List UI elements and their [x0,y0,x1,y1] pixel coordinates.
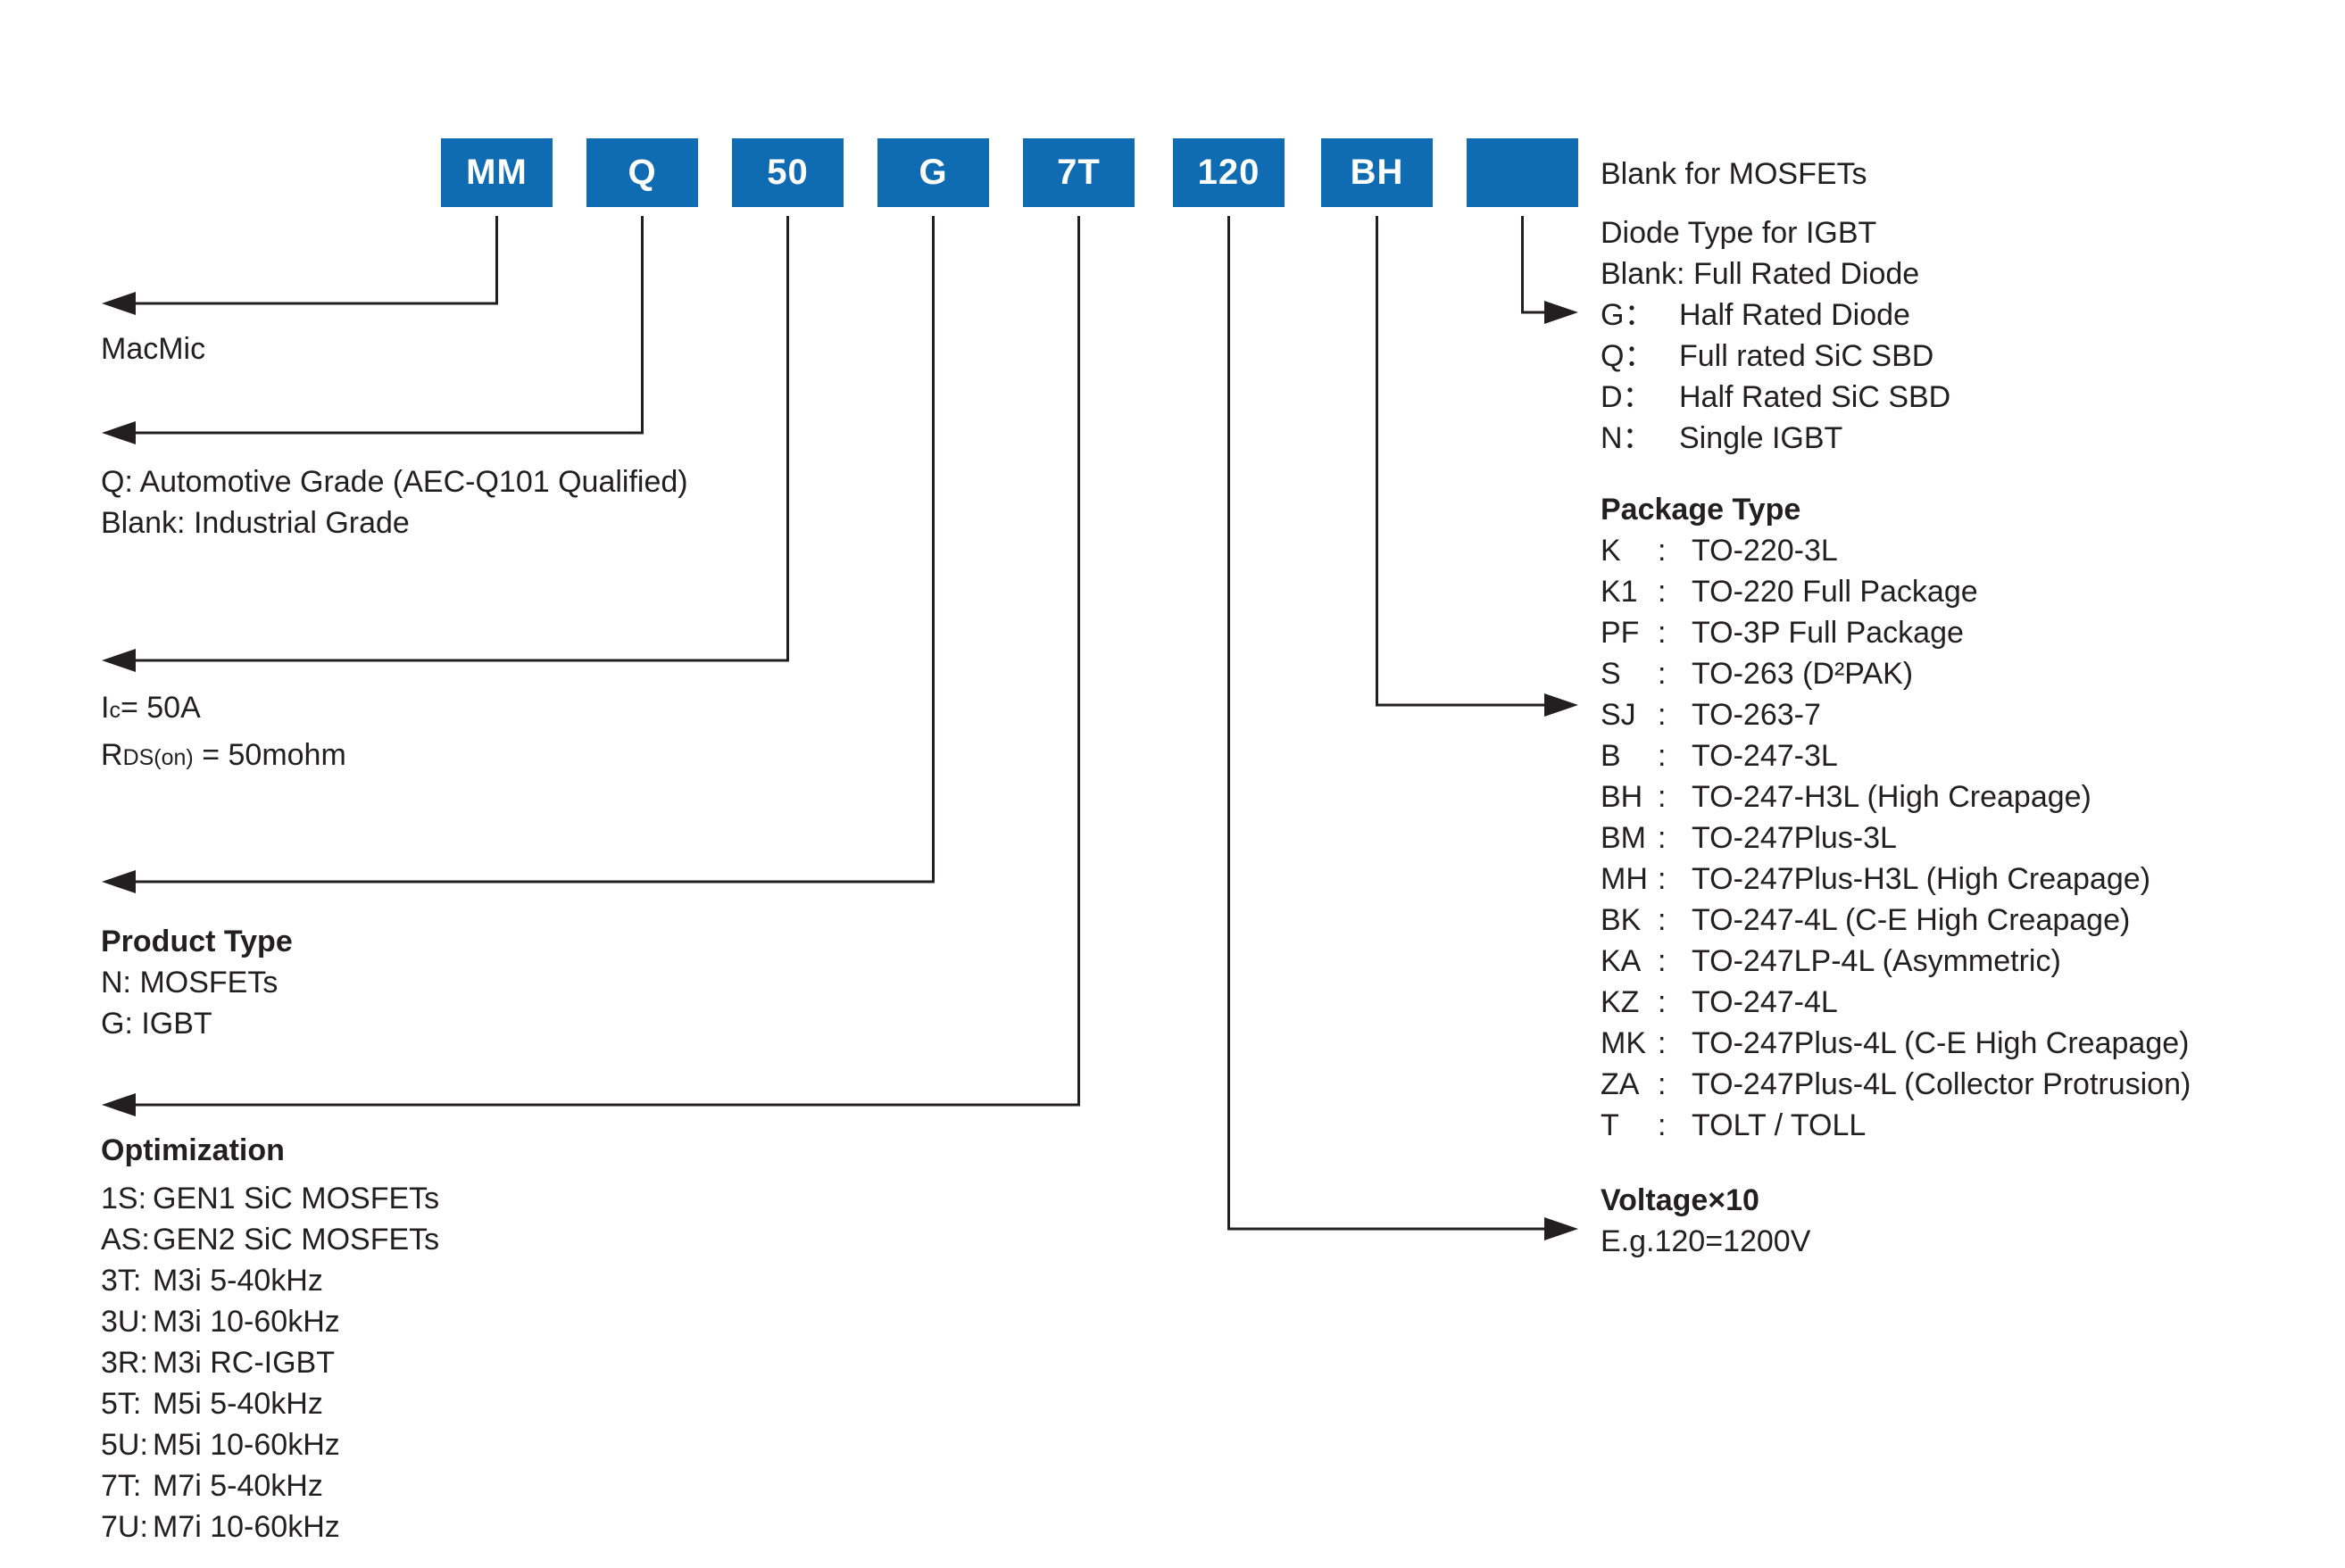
optimization-row: 3T:M3i 5-40kHz [101,1264,323,1298]
optimization-row: AS:GEN2 SiC MOSFETs [101,1223,440,1257]
part-box-optimization: 7T [1023,138,1135,207]
part-box-product-type: G [877,138,989,207]
diode-type-row: D：Half Rated SiC SBD [1601,380,1951,414]
package-type-row: MH:TO-247Plus-H3L (High Creapage) [1601,862,2151,896]
part-box-diode-type [1467,138,1578,207]
rating-section: Ic= 50A RDS(on) = 50mohm [101,685,346,780]
part-box-grade: Q [586,138,698,207]
package-type-section: Package Type K:TO-220-3L K1:TO-220 Full … [1601,489,2191,1146]
package-type-row: BH:TO-247-H3L (High Creapage) [1601,780,2091,814]
part-box-current: 50 [732,138,844,207]
package-type-row: B:TO-247-3L [1601,739,1838,773]
part-box-package: BH [1321,138,1433,207]
package-type-row: PF:TO-3P Full Package [1601,616,1964,650]
connector-7t-to-optimization [102,216,1080,1116]
optimization-row: 1S:GEN1 SiC MOSFETs [101,1182,440,1215]
diode-type-row: G：Half Rated Diode [1601,298,1910,332]
connector-g-to-product-type [102,216,935,893]
package-type-row: S:TO-263 (D²PAK) [1601,657,1914,691]
optimization-row: 5T:M5i 5-40kHz [101,1387,323,1421]
connector-blank-to-diode-type [1521,216,1578,324]
grade-industrial-line: Blank: Industrial Grade [101,506,410,540]
diode-type-row: N：Single IGBT [1601,421,1843,455]
product-type-item: N: MOSFETs [101,966,279,1000]
optimization-row: 7U:M7i 10-60kHz [101,1510,340,1544]
grade-section: Q: Automotive Grade (AEC-Q101 Qualified)… [101,461,688,543]
collector-current-line: Ic= 50A [101,691,201,725]
diode-type-title: Diode Type for IGBT [1601,216,1877,250]
package-type-row: ZA:TO-247Plus-4L (Collector Protrusion) [1601,1067,2191,1101]
voltage-section: Voltage×10 E.g.120=1200V [1601,1180,1810,1262]
product-type-section: Product Type N: MOSFETs G: IGBT [101,921,293,1044]
part-box-manufacturer: MM [441,138,553,207]
diode-type-row: Q：Full rated SiC SBD [1601,339,1934,373]
package-type-row: BM:TO-247Plus-3L [1601,821,1897,855]
package-type-row: T:TOLT / TOLL [1601,1108,1867,1142]
connector-q-to-grade [102,216,644,444]
connector-bh-to-package-type [1376,216,1578,717]
package-type-row: SJ:TO-263-7 [1601,698,1821,732]
package-type-title: Package Type [1601,493,1801,527]
package-type-row: K1:TO-220 Full Package [1601,575,1978,609]
optimization-row: 5U:M5i 10-60kHz [101,1428,340,1462]
connector-120-to-voltage [1227,216,1578,1240]
mosfet-blank-note: Blank for MOSFETs [1601,157,1867,191]
optimization-row: 3U:M3i 10-60kHz [101,1305,340,1339]
connector-mm-to-brand [102,216,498,315]
part-box-voltage: 120 [1173,138,1285,207]
product-type-title: Product Type [101,925,293,958]
package-type-row: BK:TO-247-4L (C-E High Creapage) [1601,903,2131,937]
diode-type-blank-line: Blank: Full Rated Diode [1601,257,1920,291]
rds-on-line: RDS(on) = 50mohm [101,738,346,772]
grade-automotive-line: Q: Automotive Grade (AEC-Q101 Qualified) [101,465,688,499]
voltage-title: Voltage×10 [1601,1183,1759,1217]
package-type-row: KA:TO-247LP-4L (Asymmetric) [1601,944,2061,978]
brand-label: MacMic [101,332,206,366]
voltage-example: E.g.120=1200V [1601,1224,1811,1258]
connector-50-to-rating [102,216,789,672]
product-type-item: G: IGBT [101,1007,212,1041]
diode-type-section: Diode Type for IGBT Blank: Full Rated Di… [1601,212,1950,459]
package-type-row: MK:TO-247Plus-4L (C-E High Creapage) [1601,1026,2190,1060]
optimization-title: Optimization [101,1133,285,1167]
optimization-row: 7T:M7i 5-40kHz [101,1469,323,1503]
package-type-row: K:TO-220-3L [1601,534,1838,568]
package-type-row: KZ:TO-247-4L [1601,985,1838,1019]
optimization-row: 3R:M3i RC-IGBT [101,1346,335,1380]
optimization-section: Optimization 1S:GEN1 SiC MOSFETs AS:GEN2… [101,1130,439,1547]
